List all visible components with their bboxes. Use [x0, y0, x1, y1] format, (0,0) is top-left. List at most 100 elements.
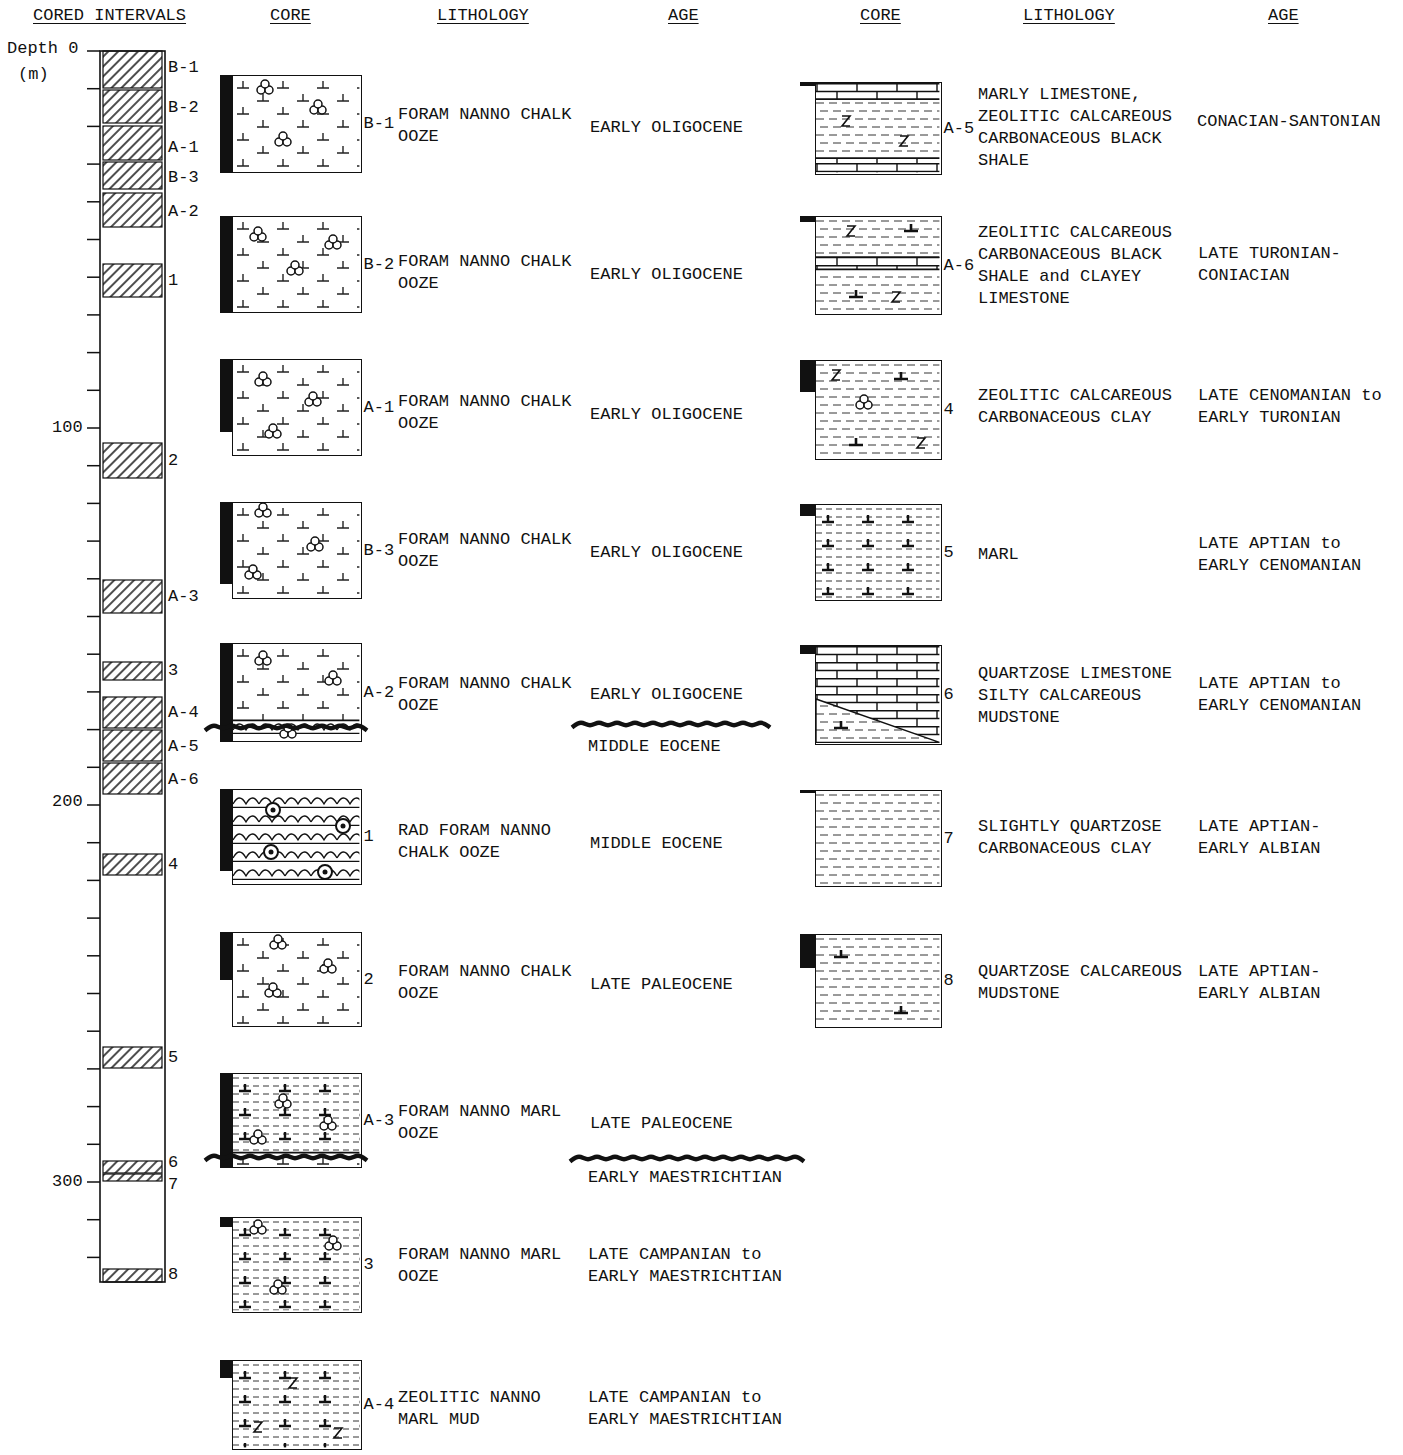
stratigraphy-text: LATE CAMPANIAN to EARLY MAESTRICHTIAN: [588, 1244, 800, 1288]
recovery-bar: [220, 75, 232, 173]
core-number: 3: [364, 1254, 374, 1276]
label-slot: ZEOLITIC NANNO MARL MUD: [398, 1387, 585, 1431]
recovery-bar: [220, 932, 232, 980]
label-slot: FORAM NANNO CHALK OOZE: [398, 104, 585, 148]
label-slot: 6: [168, 1152, 178, 1174]
lithology-pattern: [816, 505, 941, 600]
depth-tick: [87, 1030, 100, 1032]
depth-tick: [87, 767, 100, 769]
cored-interval: [103, 51, 162, 88]
calcareous-symbol: [904, 224, 918, 231]
interval-label: B-1: [168, 57, 199, 79]
recovery-bar: [220, 502, 232, 584]
lithology-fill: [816, 83, 939, 99]
stratigraphy-text: EARLY OLIGOCENE: [590, 264, 743, 286]
cored-interval: [103, 162, 162, 189]
interval-label: 6: [168, 1152, 178, 1174]
label-slot: LATE CAMPANIAN to EARLY MAESTRICHTIAN: [588, 1244, 800, 1288]
foram-symbol: [320, 1116, 336, 1130]
label-slot: FORAM NANNO MARL OOZE: [398, 1244, 585, 1288]
column-heading: CORE: [270, 5, 311, 27]
cored-interval: [103, 126, 162, 160]
cored-interval: [103, 697, 162, 728]
depth-tick: [87, 842, 100, 844]
stratigraphy-text: FORAM NANNO CHALK OOZE: [398, 961, 585, 1005]
label-slot: 3: [168, 660, 178, 682]
unconformity-line: [205, 726, 367, 731]
label-slot: B-1: [168, 57, 199, 79]
interval-label: 8: [168, 1264, 178, 1286]
foram-symbol: [325, 671, 341, 685]
stratigraphy-text: LATE APTIAN to EARLY CENOMANIAN: [1198, 673, 1399, 717]
cored-interval: [103, 443, 162, 478]
core-box: 5: [815, 504, 942, 601]
stratigraphy-text: LATE PALEOCENE: [590, 974, 733, 996]
label-slot: LATE TURONIAN- CONIACIAN: [1198, 243, 1399, 287]
core-number: 1: [364, 826, 374, 848]
stratigraphy-text: QUARTZOSE LIMESTONE SILTY CALCAREOUS MUD…: [978, 663, 1190, 729]
label-slot: EARLY OLIGOCENE: [590, 542, 743, 564]
label-slot: A-4: [168, 702, 199, 724]
core-number: 7: [944, 828, 954, 850]
label-slot: 300: [52, 1171, 83, 1193]
lithology-fill: [816, 935, 939, 1025]
interval-label: A-6: [168, 769, 199, 791]
label-slot: 7: [168, 1174, 178, 1196]
stratigraphy-text: QUARTZOSE CALCAREOUS MUDSTONE: [978, 961, 1190, 1005]
stratigraphy-text: ZEOLITIC CALCAREOUS CARBONACEOUS CLAY: [978, 385, 1190, 429]
stratigraphy-text: FORAM NANNO CHALK OOZE: [398, 673, 585, 717]
foram-symbol: [310, 100, 326, 114]
label-slot: MIDDLE EOCENE: [588, 736, 721, 758]
label-slot: LATE CENOMANIAN to EARLY TURONIAN: [1198, 385, 1399, 429]
label-slot: A-6: [168, 769, 199, 791]
core-number: 4: [944, 399, 954, 421]
foram-symbol: [250, 1220, 266, 1234]
recovery-bar: [220, 216, 232, 313]
label-slot: LATE APTIAN- EARLY ALBIAN: [1198, 816, 1340, 860]
layer-boundary: [816, 269, 939, 271]
label-slot: EARLY MAESTRICHTIAN: [588, 1167, 782, 1189]
label-slot: 5: [168, 1047, 178, 1069]
zeolite-symbol: [892, 292, 900, 302]
label-slot: 100: [52, 417, 83, 439]
recovery-bar: [800, 216, 815, 222]
core-box: B-3: [232, 502, 362, 599]
label-slot: AGE: [668, 5, 699, 27]
depth-tick: [87, 1219, 100, 1221]
interval-label: 5: [168, 1047, 178, 1069]
depth-tick: [87, 1144, 100, 1146]
label-slot: A-1: [168, 137, 199, 159]
foram-symbol: [270, 1280, 286, 1294]
lithology-pattern: [816, 217, 941, 314]
stratigraphy-text: LATE APTIAN- EARLY ALBIAN: [1198, 816, 1340, 860]
stratigraphy-text: EARLY OLIGOCENE: [590, 542, 743, 564]
stratigraphy-text: FORAM NANNO MARL OOZE: [398, 1244, 585, 1288]
lithology-fill: [816, 791, 939, 884]
layer-boundary: [816, 98, 939, 100]
depth-tick: [87, 88, 100, 90]
stratigraphy-text: EARLY OLIGOCENE: [590, 117, 743, 139]
depth-column: [100, 51, 165, 1282]
foram-symbol: [250, 1130, 266, 1144]
lithology-pattern: [233, 217, 361, 312]
core-box: A-3: [232, 1073, 362, 1168]
cored-interval: [103, 1269, 162, 1282]
lithology-fill: [233, 1153, 359, 1166]
lithology-pattern: [233, 1361, 361, 1449]
label-slot: MARLY LIMESTONE, ZEOLITIC CALCAREOUS CAR…: [978, 84, 1190, 172]
label-slot: LITHOLOGY: [437, 5, 529, 27]
stratigraphy-text: MIDDLE EOCENE: [588, 736, 721, 758]
core-number: A-4: [364, 1394, 395, 1416]
lithology-fill: [233, 1361, 359, 1447]
label-slot: A-2: [168, 201, 199, 223]
lithology-fill: [816, 505, 939, 598]
depth-tick: [87, 352, 100, 354]
lithology-pattern: [233, 933, 361, 1026]
foram-symbol: [255, 372, 271, 386]
zeolite-symbol: [917, 438, 925, 448]
stratigraphy-text: FORAM NANNO CHALK OOZE: [398, 104, 585, 148]
lithology-fill: [233, 1218, 359, 1310]
stratigraphy-text: MARLY LIMESTONE, ZEOLITIC CALCAREOUS CAR…: [978, 84, 1190, 172]
layer-boundary: [816, 157, 939, 159]
